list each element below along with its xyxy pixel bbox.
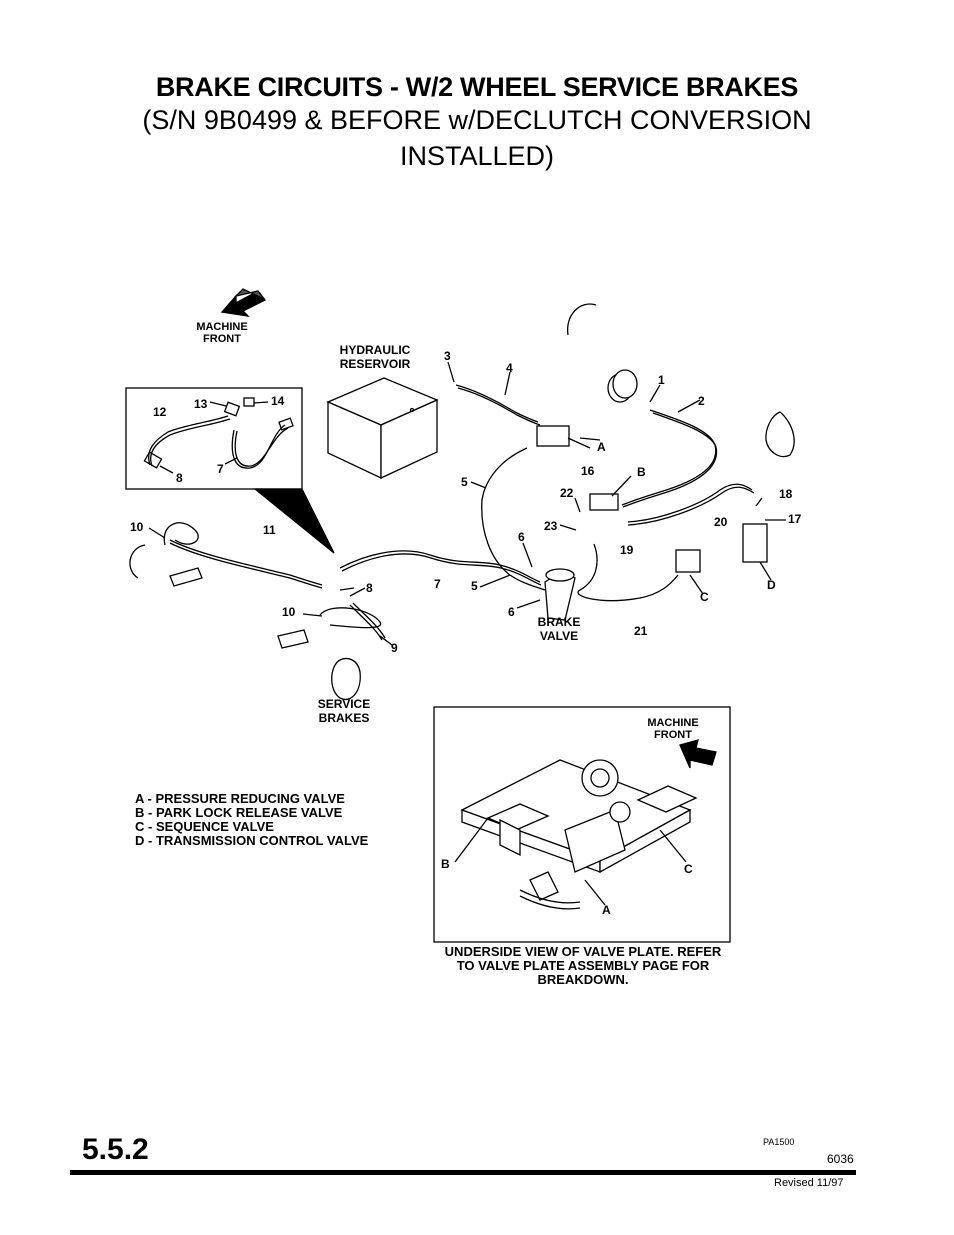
legend-item: B - PARK LOCK RELEASE VALVE bbox=[135, 805, 343, 820]
callout-17: 17 bbox=[788, 512, 802, 526]
callout-9: 9 bbox=[391, 641, 398, 655]
inset-caption: UNDERSIDE VIEW OF VALVE PLATE. REFER TO … bbox=[434, 945, 732, 987]
callout-12: 12 bbox=[153, 405, 167, 419]
wheel-drum-left bbox=[129, 544, 146, 579]
brake-pad-bottom bbox=[277, 629, 309, 649]
callout-5b: 5 bbox=[471, 579, 478, 593]
tube-11 bbox=[169, 539, 323, 586]
tube-21 bbox=[577, 543, 679, 602]
hose-9 bbox=[349, 604, 383, 641]
inset-caption-line: TO VALVE PLATE ASSEMBLY PAGE FOR bbox=[456, 958, 710, 973]
callout-6b: 6 bbox=[508, 605, 515, 619]
tube-7 bbox=[339, 550, 541, 583]
transmission-control-valve bbox=[742, 523, 768, 563]
hose-10-bottom bbox=[319, 607, 382, 629]
legend-item: A - PRESSURE REDUCING VALVE bbox=[135, 791, 345, 806]
callout-B: B bbox=[637, 465, 646, 479]
inset-machine-front-arrow-icon bbox=[679, 739, 717, 769]
callout-14: 14 bbox=[271, 394, 285, 408]
pressure-reducing-valve bbox=[536, 425, 570, 447]
page-title: BRAKE CIRCUITS - W/2 WHEEL SERVICE BRAKE… bbox=[155, 72, 799, 102]
detail-inset-box bbox=[125, 387, 303, 490]
page-subtitle-line-1: (S/N 9B0499 & BEFORE w/DECLUTCH CONVERSI… bbox=[142, 105, 812, 135]
callout-10b: 10 bbox=[282, 605, 296, 619]
inset-callout-C: C bbox=[684, 862, 693, 876]
callout-7b: 7 bbox=[434, 577, 441, 591]
section-number: 5.5.2 bbox=[82, 1133, 149, 1166]
callout-2: 2 bbox=[698, 394, 705, 408]
callout-8: 8 bbox=[176, 471, 183, 485]
machine-front-label-2: FRONT bbox=[203, 333, 241, 345]
detail-pointer bbox=[253, 488, 335, 554]
valve-plate-drawing bbox=[454, 759, 698, 910]
machine-front-label-1: MACHINE bbox=[196, 321, 247, 333]
service-brakes-label-1: SERVICE bbox=[318, 697, 370, 711]
machine-front-arrow-icon bbox=[220, 288, 266, 317]
inset-machine-front-label-1: MACHINE bbox=[647, 717, 698, 729]
hose-10-left bbox=[163, 522, 199, 546]
park-lock-release-valve bbox=[589, 493, 619, 511]
hydraulic-reservoir bbox=[326, 377, 439, 480]
wheel-drum-right bbox=[765, 411, 795, 458]
inset-machine-front-label-2: FRONT bbox=[654, 729, 692, 741]
figure-reference-code: PA1500 bbox=[763, 1137, 795, 1147]
valve-legend: A - PRESSURE REDUCING VALVE B - PARK LOC… bbox=[135, 792, 368, 848]
page-subtitle-line-2: INSTALLED) bbox=[399, 141, 555, 171]
legend-item: D - TRANSMISSION CONTROL VALVE bbox=[135, 833, 369, 848]
inset-caption-line: UNDERSIDE VIEW OF VALVE PLATE. REFER bbox=[444, 944, 722, 959]
reservoir-label-1: HYDRAULIC bbox=[340, 343, 411, 357]
callout-23: 23 bbox=[544, 519, 558, 533]
callout-D: D bbox=[767, 578, 776, 592]
detail-hoses bbox=[143, 397, 294, 469]
callout-4: 4 bbox=[506, 361, 513, 375]
reservoir-label-2: RESERVOIR bbox=[340, 357, 411, 371]
hose-4 bbox=[455, 384, 539, 423]
callout-8b: 8 bbox=[366, 581, 373, 595]
service-brakes-label-2: BRAKES bbox=[319, 711, 370, 725]
wheel-drum-top-right bbox=[567, 303, 597, 336]
wheel-drum-bottom bbox=[331, 657, 361, 700]
callout-10: 10 bbox=[130, 520, 144, 534]
brake-canister-1 bbox=[607, 369, 638, 403]
callout-3: 3 bbox=[444, 349, 451, 363]
callout-A: A bbox=[597, 440, 606, 454]
inset-caption-line: BREAKDOWN. bbox=[537, 972, 629, 987]
callout-7: 7 bbox=[217, 462, 224, 476]
callout-21: 21 bbox=[634, 624, 648, 638]
callout-16: 16 bbox=[581, 464, 595, 478]
footer-divider bbox=[70, 1170, 856, 1175]
brake-valve-label-1: BRAKE bbox=[538, 615, 581, 629]
revision-date: Revised 11/97 bbox=[774, 1177, 844, 1189]
callout-6: 6 bbox=[518, 530, 525, 544]
callout-13: 13 bbox=[194, 397, 208, 411]
callout-19: 19 bbox=[620, 543, 634, 557]
inset-callout-B: B bbox=[441, 857, 450, 871]
callout-11: 11 bbox=[263, 523, 276, 537]
callout-5: 5 bbox=[461, 475, 468, 489]
callout-1: 1 bbox=[658, 373, 665, 387]
callout-22: 22 bbox=[560, 486, 574, 500]
brake-valve-label-2: VALVE bbox=[540, 629, 578, 643]
callout-C: C bbox=[700, 590, 709, 604]
callout-18: 18 bbox=[779, 487, 793, 501]
inset-callout-A: A bbox=[602, 903, 611, 917]
tube-5 bbox=[481, 447, 546, 591]
callout-20: 20 bbox=[714, 515, 728, 529]
tube-2 bbox=[621, 409, 717, 506]
legend-item: C - SEQUENCE VALVE bbox=[135, 819, 274, 834]
sequence-valve bbox=[675, 549, 701, 573]
brake-valve bbox=[544, 568, 576, 621]
brake-pad-left bbox=[169, 567, 203, 587]
tube-20 bbox=[627, 483, 753, 523]
page-number: 6036 bbox=[827, 1152, 854, 1166]
